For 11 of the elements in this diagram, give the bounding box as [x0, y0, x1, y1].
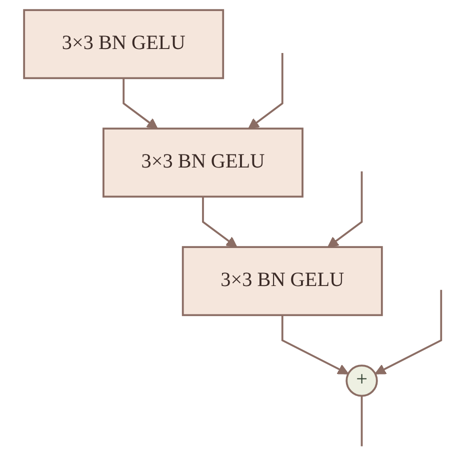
connector [360, 396, 363, 446]
node-box: 3×3 BN GELU [102, 128, 304, 198]
arrow [248, 52, 284, 130]
arrow [374, 290, 442, 374]
arrow [327, 171, 363, 248]
node-box: 3×3 BN GELU [23, 9, 224, 80]
node-box: 3×3 BN GELU [182, 246, 383, 316]
arrow [202, 196, 238, 248]
arrow [122, 78, 158, 130]
arrow [281, 315, 349, 374]
node-circle: + [346, 364, 378, 397]
